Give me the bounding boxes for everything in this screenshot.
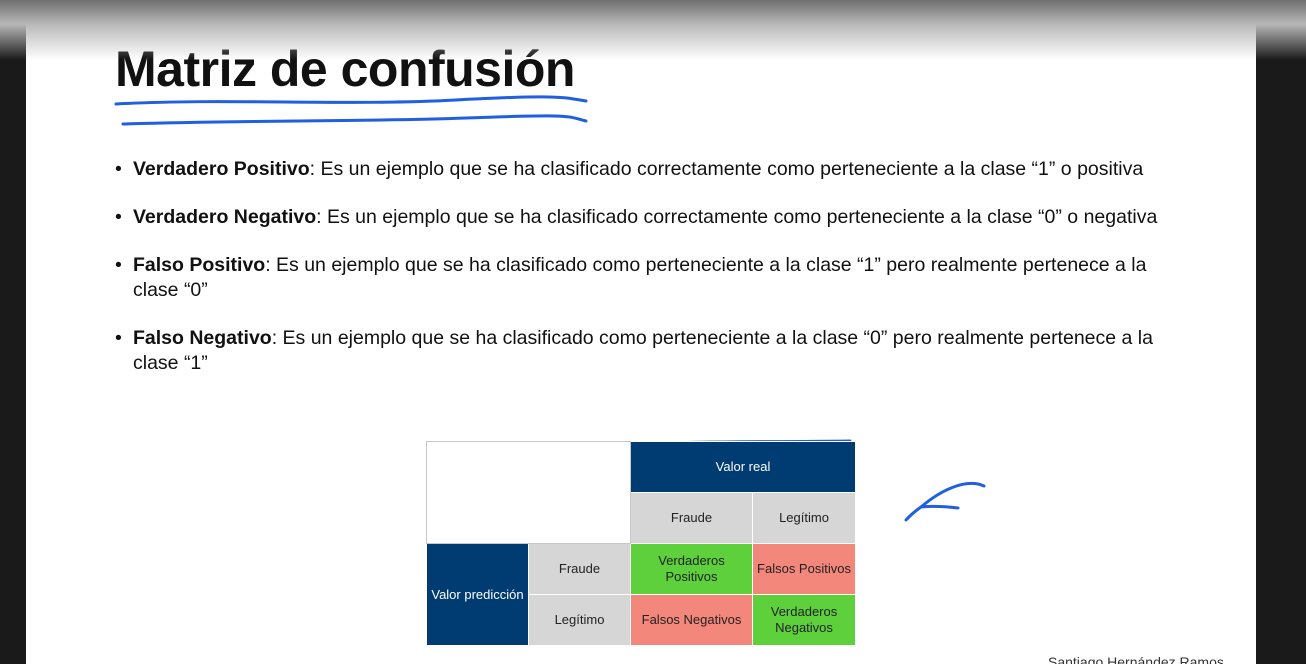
matrix-cell-true-positives: Verdaderos Positivos: [630, 543, 753, 595]
bullet-false-negative: Falso Negativo: Es un ejemplo que se ha …: [115, 326, 1175, 376]
matrix-header-real: Valor real: [630, 441, 856, 493]
arrow-pointer-icon: [904, 481, 986, 522]
matrix-cell-false-positives: Falsos Positivos: [752, 543, 856, 595]
title-underline-stroke-2: [121, 114, 588, 126]
matrix-col-legitimo: Legítimo: [752, 492, 856, 544]
bullet-text: : Es un ejemplo que se ha clasificado co…: [316, 206, 1158, 228]
matrix-cell-false-negatives: Falsos Negativos: [630, 594, 753, 646]
bullet-true-positive: Verdadero Positivo: Es un ejemplo que se…: [115, 157, 1175, 182]
bullet-text: : Es un ejemplo que se ha clasificado co…: [133, 254, 1147, 301]
confusion-matrix-table: Valor real Fraude Legítimo Valor predicc…: [426, 441, 856, 646]
bullet-text: : Es un ejemplo que se ha clasificado co…: [309, 158, 1144, 180]
presentation-slide: Matriz de confusión Verdadero Positivo: …: [26, 0, 1256, 664]
bullet-true-negative: Verdadero Negativo: Es un ejemplo que se…: [115, 205, 1175, 230]
bullet-false-positive: Falso Positivo: Es un ejemplo que se ha …: [115, 253, 1175, 303]
bullet-term: Falso Positivo: [133, 254, 266, 276]
matrix-cell-true-negatives: Verdaderos Negativos: [752, 594, 856, 646]
bullet-text: : Es un ejemplo que se ha clasificado co…: [133, 327, 1153, 374]
slide-title: Matriz de confusión: [115, 41, 575, 97]
author-signature: Santiago Hernández Ramos: [1048, 654, 1224, 664]
bullet-term: Falso Negativo: [133, 327, 272, 349]
bullet-term: Verdadero Positivo: [133, 158, 310, 180]
bullet-term: Verdadero Negativo: [133, 206, 317, 228]
matrix-row-legitimo: Legítimo: [528, 594, 631, 646]
matrix-row-header-prediction: Valor predicción: [426, 543, 529, 646]
matrix-col-fraude: Fraude: [630, 492, 753, 544]
matrix-corner-empty: [426, 441, 631, 544]
matrix-row-fraude: Fraude: [528, 543, 631, 595]
bullet-list: Verdadero Positivo: Es un ejemplo que se…: [115, 157, 1175, 399]
